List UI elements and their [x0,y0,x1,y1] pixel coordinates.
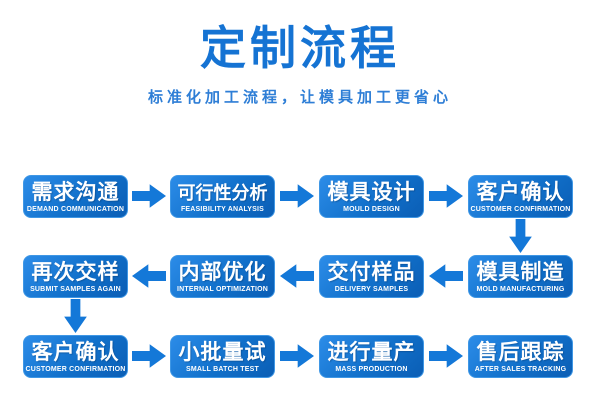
step-caption: SMALL BATCH TEST [186,365,259,373]
page-title: 定制流程 [200,22,400,74]
step-label: 售后跟踪 [476,340,565,364]
step-label: 进行量产 [327,340,416,364]
arrow-right-icon [280,184,314,208]
step-mold-manufacturing: 模具制造 MOLD MANUFACTURING [468,255,573,298]
step-label: 小批量试 [178,340,267,364]
step-label: 模具制造 [476,260,565,284]
arrow-left-icon [429,264,463,288]
arrow-left-icon [132,264,166,288]
step-caption: MOLD MANUFACTURING [476,285,565,293]
step-small-batch-test: 小批量试 SMALL BATCH TEST [170,335,275,378]
step-after-sales-tracking: 售后跟踪 AFTER SALES TRACKING [468,335,573,378]
step-caption: MASS PRODUCTION [335,365,408,373]
step-mould-design: 模具设计 MOULD DESIGN [319,175,424,218]
arrow-right-icon [429,344,463,368]
step-label: 再次交样 [31,260,120,284]
step-label: 客户确认 [476,180,565,204]
step-label: 模具设计 [327,180,416,204]
step-caption: CUSTOMER CONFIRMATION [470,205,571,213]
arrow-right-icon [429,184,463,208]
step-label: 客户确认 [31,340,120,364]
step-caption: CUSTOMER CONFIRMATION [25,365,126,373]
step-caption: AFTER SALES TRACKING [474,365,567,373]
step-label: 交付样品 [327,260,416,284]
step-submit-samples-again: 再次交样 SUBMIT SAMPLES AGAIN [23,255,128,298]
step-internal-optimization: 内部优化 INTERNAL OPTIMIZATION [170,255,275,298]
arrow-down-icon [64,299,87,333]
step-delivery-samples: 交付样品 DELIVERY SAMPLES [319,255,424,298]
step-demand-communication: 需求沟通 DEMAND COMMUNICATION [23,175,128,218]
step-customer-confirmation-1: 客户确认 CUSTOMER CONFIRMATION [468,175,573,218]
step-feasibility-analysis: 可行性分析 FEASIBILITY ANALYSIS [170,175,275,218]
step-caption: SUBMIT SAMPLES AGAIN [30,285,121,293]
step-label: 需求沟通 [31,180,120,204]
step-caption: MOULD DESIGN [343,205,400,213]
arrow-down-icon [509,219,532,253]
arrow-right-icon [132,184,166,208]
step-customer-confirmation-2: 客户确认 CUSTOMER CONFIRMATION [23,335,128,378]
arrow-right-icon [280,344,314,368]
step-caption: FEASIBILITY ANALYSIS [180,205,265,213]
arrow-left-icon [280,264,314,288]
step-caption: INTERNAL OPTIMIZATION [176,285,269,293]
step-mass-production: 进行量产 MASS PRODUCTION [319,335,424,378]
step-label: 内部优化 [178,260,267,284]
step-label: 可行性分析 [177,182,268,203]
page-subtitle: 标准化加工流程，让模具加工更省心 [147,89,452,106]
arrow-right-icon [132,344,166,368]
step-caption: DELIVERY SAMPLES [334,285,409,293]
step-caption: DEMAND COMMUNICATION [26,205,125,213]
